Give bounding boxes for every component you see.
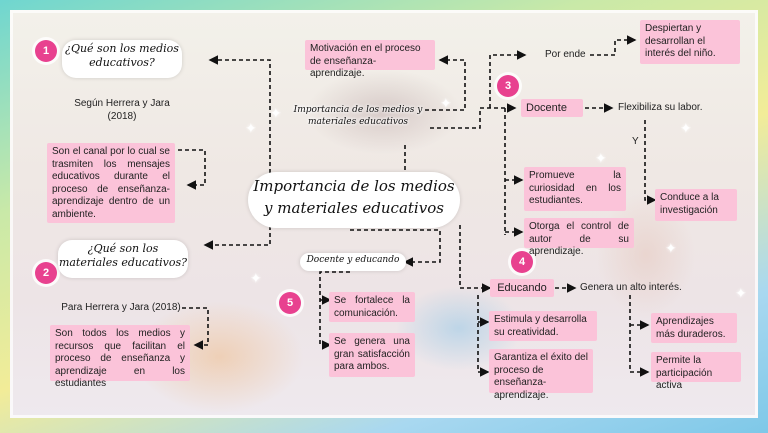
badge-5: 5 <box>279 292 301 314</box>
question-2-definition: Son todos los medios y recursos que faci… <box>50 325 190 389</box>
question-1-title: ¿Qué son los medios educativos? <box>65 42 179 70</box>
sparkle-icon: ✦ <box>595 150 607 166</box>
question-1-author: Según Herrera y Jara (2018) <box>74 98 170 122</box>
educando-box: Educando <box>490 279 554 297</box>
sparkle-icon: ✦ <box>665 240 677 256</box>
center-title: Importancia de los medios y materiales e… <box>253 177 455 217</box>
permite-box: Permite la participación activa <box>651 352 741 391</box>
docente-educando-title: Docente y educando <box>306 255 400 265</box>
genera-label: Genera un alto interés. <box>580 282 682 293</box>
badge-1: 1 <box>35 40 57 62</box>
satisfaccion-box: Se genera una gran satisfacción para amb… <box>329 333 415 377</box>
question-bubble <box>58 240 188 278</box>
sparkle-icon: ✦ <box>680 120 692 136</box>
question-2-title: ¿Qué son los materiales educativos? <box>58 242 188 270</box>
y-label: Y <box>632 136 639 147</box>
por-ende-label: Por ende <box>545 49 586 60</box>
docente-box: Docente <box>521 99 583 117</box>
importance-subtitle: Importancia de los medios y materiales e… <box>293 105 423 128</box>
conduce-box: Conduce a la investigación <box>655 189 737 221</box>
sparkle-icon: ✦ <box>735 285 747 301</box>
question-bubble <box>62 40 182 78</box>
docente-educando-bubble <box>300 253 406 271</box>
sparkle-icon: ✦ <box>245 120 257 136</box>
sparkle-icon: ✦ <box>250 270 262 286</box>
estimula-box: Estimula y desarrolla su creatividad. <box>489 311 597 341</box>
center-title-bubble <box>248 172 460 228</box>
fortalece-box: Se fortalece la comunicación. <box>329 292 415 322</box>
motivation-box: Motivación en el proceso de enseñanza-ap… <box>305 40 435 79</box>
badge-3: 3 <box>497 75 519 97</box>
otorga-box: Otorga el control de autor de su aprendi… <box>524 218 634 257</box>
promueve-box: Promueve la curiosidad en los estudiante… <box>524 167 626 211</box>
despiertan-box: Despiertan y desarrollan el interés del … <box>640 20 740 64</box>
badge-4: 4 <box>511 251 533 273</box>
question-1-definition: Son el canal por lo cual se trasmiten lo… <box>47 143 175 223</box>
flexibiliza-label: Flexibiliza su labor. <box>618 102 703 113</box>
badge-2: 2 <box>35 262 57 284</box>
question-2-author: Para Herrera y Jara (2018) <box>61 302 181 313</box>
garantiza-box: Garantiza el éxito del proceso de enseña… <box>489 349 593 401</box>
sparkle-icon: ✦ <box>440 95 452 111</box>
aprendizajes-box: Aprendizajes más duraderos. <box>651 313 737 343</box>
sparkle-icon: ✦ <box>270 105 282 121</box>
